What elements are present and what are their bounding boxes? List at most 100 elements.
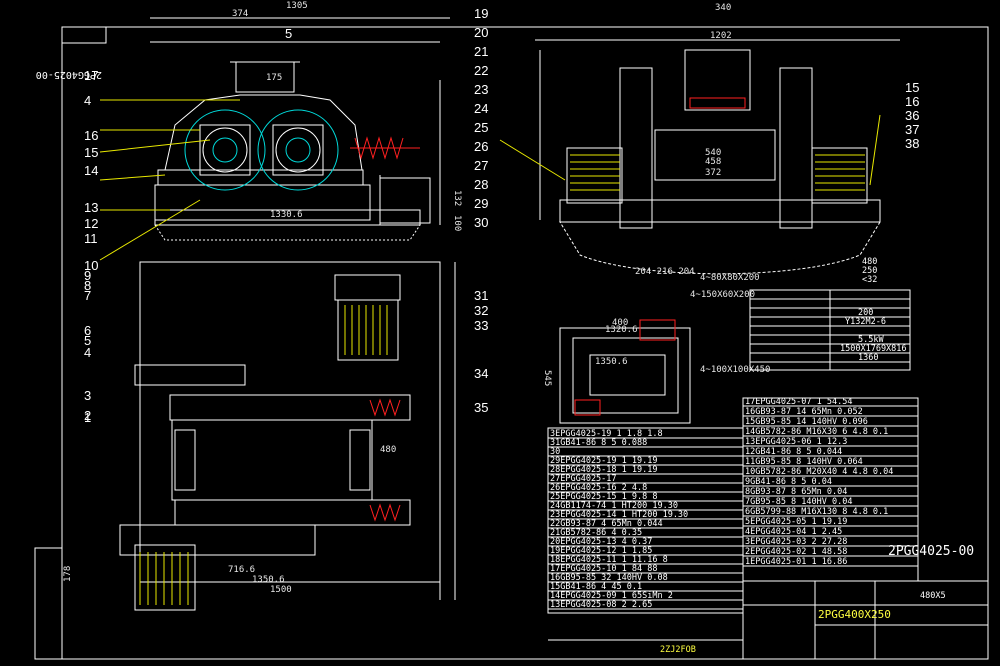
balloon-label: 19: [474, 6, 488, 21]
dim-1500: 1500: [270, 585, 292, 595]
balloon-label: 5: [84, 333, 91, 348]
motor-note: 4~150X60X200: [690, 290, 755, 300]
balloon-label: 38: [905, 136, 919, 151]
left-margin-block: [34, 547, 63, 660]
balloon-label: 15: [905, 80, 919, 95]
scale-box: 480X5: [920, 591, 946, 601]
dim-1350b: 1350.6: [595, 357, 628, 367]
dim-5: 5: [285, 26, 292, 41]
parts-row: 16GB93-87 14 65Mn 0.052: [745, 407, 863, 417]
balloon-label: 1: [84, 410, 91, 425]
dim-1320: 1320.6: [605, 325, 638, 335]
balloon-label: 17: [84, 68, 98, 83]
parts-row: 3EPGG4025-03 2 27.28: [745, 537, 847, 547]
front-view: 175 1330.6 132 100: [99, 61, 462, 261]
parts-row: 14EPGG4025-09 1 65SiMn 2: [550, 591, 673, 601]
balloon-label: 35: [474, 400, 488, 415]
balloon-label: 16: [905, 94, 919, 109]
balloon-label: 4: [84, 345, 91, 360]
parts-row: 23EPGG4025-14 1 HT200 19.30: [550, 510, 688, 520]
dim-400: 400: [612, 318, 628, 328]
corner-box: [61, 26, 107, 44]
parts-row: 10GB5782-86 M20X40 4 4.8 0.04: [745, 467, 893, 477]
dim-1330: 1330.6: [270, 210, 303, 220]
balloon-label: 20: [474, 25, 488, 40]
spec-value-7: 5.5kW: [858, 335, 884, 345]
balloon-label: 11: [84, 231, 98, 246]
balloon-label: 2: [84, 408, 91, 423]
parts-row: 17EPGG4025-07 1 54.54: [745, 397, 852, 407]
side-view: 540 458 372 204 216 204: [499, 49, 881, 277]
balloon-label: 30: [474, 215, 488, 230]
balloon-label: 8: [84, 278, 91, 293]
parts-row: 29EPGG4025-19 1 19.19: [550, 456, 657, 466]
balloon-label: 31: [474, 288, 488, 303]
balloon-label: 23: [474, 82, 488, 97]
parts-row: 9GB41-86 8 5 0.04: [745, 477, 832, 487]
dim-372: 372: [705, 168, 721, 178]
parts-row: 14GB5782-86 M16X30 6 4.8 0.1: [745, 427, 888, 437]
rotated-drawing-number: 2PGG4025-00: [36, 69, 102, 80]
parts-row: 1EPGG4025-01 1 16.86: [745, 557, 847, 567]
balloon-label: 16: [84, 128, 98, 143]
dim-178: 178: [63, 566, 73, 582]
sheet-border: [61, 26, 989, 660]
balloon-label: 24: [474, 101, 488, 116]
parts-row: 26EPGG4025-16 2 4.8: [550, 483, 647, 493]
balloon-label: 33: [474, 318, 488, 333]
balloon-label: 7: [84, 288, 91, 303]
spec-value-6: Y132M2-6: [845, 317, 886, 327]
parts-row: 15GB95-85 14 140HV 0.096: [745, 417, 868, 427]
parts-row: 5EPGG4025-05 1 19.19: [745, 517, 847, 527]
parts-row: 4EPGG4025-04 1 2.45: [745, 527, 842, 537]
parts-row: 21GB5782-86 4 0.35: [550, 528, 642, 538]
parts-row: 8GB93-87 8 65Mn 0.04: [745, 487, 847, 497]
parts-row: 2EPGG4025-02 1 48.58: [745, 547, 847, 557]
dim-374: 374: [232, 9, 248, 19]
dim-204: 204 216 204: [635, 267, 695, 277]
spec-value-2: 250: [862, 266, 877, 276]
title-block-number: 2PGG4025-00: [888, 544, 974, 559]
parts-row: 12GB41-86 8 5 0.044: [745, 447, 842, 457]
parts-row: 30: [550, 447, 560, 457]
parts-row: 7GB95-85 8 140HV 0.04: [745, 497, 852, 507]
balloon-label: 21: [474, 44, 488, 59]
dim-458: 458: [705, 157, 721, 167]
plan-view: 716.6 1350.6 1500 480 178: [63, 261, 456, 611]
parts-row: 13EPGG4025-08 2 2.65: [550, 600, 652, 610]
parts-row: 11GB95-85 8 140HV 0.064: [745, 457, 863, 467]
spec-value-5: 200: [858, 308, 873, 318]
dim-175: 175: [266, 73, 282, 83]
parts-row: 24GB1174-74 1 HT200 19.30: [550, 501, 678, 511]
parts-row: 13EPGG4025-06 1 12.3: [745, 437, 847, 447]
title-block: [548, 580, 989, 660]
balloon-label: 6: [84, 323, 91, 338]
dim-540: 540: [705, 148, 721, 158]
ground-note: 4~80X80X200: [700, 273, 760, 283]
balloon-label: 26: [474, 139, 488, 154]
spec-value-1: 480: [862, 257, 877, 267]
balloon-label: 37: [905, 122, 919, 137]
anchor-note: 4~100X100X450: [700, 365, 770, 375]
balloon-label: 13: [84, 200, 98, 215]
bottom-label: 2ZJ2FOB: [660, 645, 696, 655]
dim-1202: 1202: [710, 31, 732, 41]
balloon-label: 34: [474, 366, 488, 381]
parts-row: 6GB5799-88 M16X130 8 4.8 0.1: [745, 507, 888, 517]
dim-340: 340: [715, 3, 731, 13]
parts-row: 19EPGG4025-12 1 1.85: [550, 546, 652, 556]
parts-row: 16GB95-85 32 140HV 0.08: [550, 573, 668, 583]
balloon-label: 28: [474, 177, 488, 192]
dim-100: 100: [452, 215, 462, 231]
dim-716: 716.6: [228, 565, 255, 575]
balloon-label: 10: [84, 258, 98, 273]
spec-value-8: 1500X1769X816: [840, 344, 907, 354]
balloon-label: 14: [84, 163, 98, 178]
